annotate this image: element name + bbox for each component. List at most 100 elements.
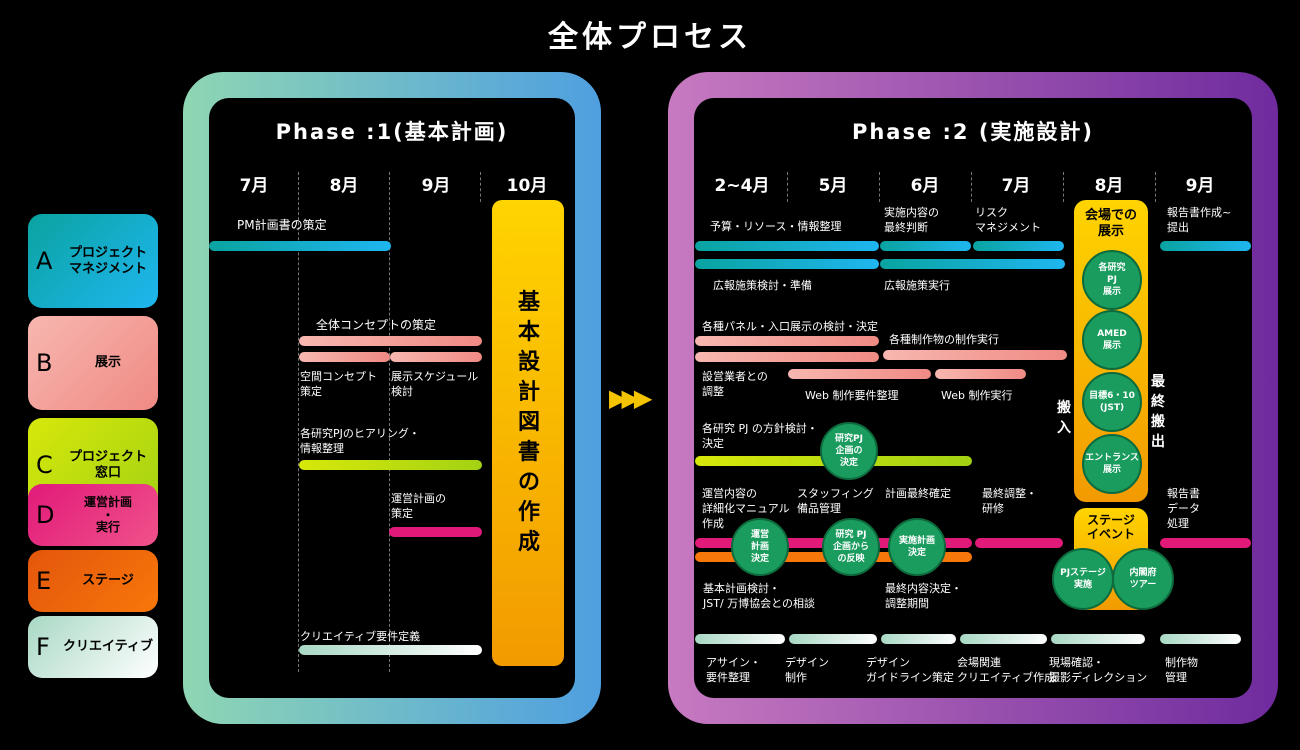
milestone-circle: 研究PJ 企画の 決定 — [820, 422, 878, 480]
task-label: 全体コンセプトの策定 — [316, 318, 437, 332]
divider — [1155, 172, 1156, 202]
venue-item-circle: 各研究 PJ 展示 — [1082, 250, 1142, 310]
category-label: プロジェクト 窓口 — [68, 449, 147, 480]
task-bar — [299, 336, 482, 346]
phase1-month-9: 9月 — [421, 176, 451, 196]
task-label: デザイン ガイドライン策定 — [866, 656, 954, 684]
category-a: A プロジェクト マネジメント — [28, 214, 158, 308]
category-label: ステージ — [82, 573, 134, 589]
stage-item-circle: PJステージ 実施 — [1052, 548, 1114, 610]
task-label: PM計画書の策定 — [237, 218, 327, 232]
task-bar — [695, 634, 785, 644]
task-label: 運営内容の 詳細化マニュアル 作成 — [702, 487, 790, 530]
phase2-title: Phase :2 (実施設計) — [851, 120, 1095, 144]
category-label: クリエイティブ — [63, 639, 153, 655]
category-label: 運営計画 ・ 実行 — [83, 495, 132, 535]
task-label: 空間コンセプト 策定 — [300, 370, 377, 398]
task-bar — [789, 634, 877, 644]
category-letter: F — [36, 633, 50, 661]
category-letter: E — [36, 567, 52, 595]
task-label: 基本計画検討・ JST/ 万博協会との相談 — [703, 582, 816, 610]
task-label: 現場確認・ 撮影ディレクション — [1049, 656, 1148, 684]
task-bar — [695, 336, 879, 346]
category-letter: A — [36, 247, 53, 275]
divider — [389, 172, 390, 672]
task-bar — [299, 352, 390, 362]
phase2-month: 9月 — [1185, 176, 1215, 196]
task-bar — [695, 352, 879, 362]
task-label: リスク マネジメント — [975, 206, 1041, 234]
task-label: 各種制作物の制作実行 — [889, 333, 999, 346]
milestone-circle: 運営 計画 決定 — [731, 518, 789, 576]
venue-item-circle: AMED 展示 — [1082, 310, 1142, 370]
task-label: 報告書作成~ 提出 — [1167, 206, 1232, 234]
divider — [971, 172, 972, 202]
phase1-month-7: 7月 — [239, 176, 269, 196]
venue-item-circle: 目標6・10 (JST) — [1082, 372, 1142, 432]
task-bar — [695, 241, 879, 251]
task-bar — [1160, 634, 1241, 644]
design-doc-label: 基本設計図書の作成 — [518, 290, 541, 555]
task-bar — [935, 369, 1026, 379]
arrow-icon: ▶▶▶ — [609, 384, 652, 412]
task-label: 広報施策実行 — [884, 279, 950, 292]
page-title: 全体プロセス — [548, 20, 752, 55]
task-bar — [880, 259, 1065, 269]
divider — [298, 172, 299, 672]
task-bar — [209, 241, 391, 251]
task-bar — [299, 460, 482, 470]
divider — [1063, 172, 1064, 202]
phase1-month-10: 10月 — [506, 176, 548, 196]
milestone-circle: 研究 PJ 企画から の反映 — [822, 518, 880, 576]
task-bar — [1160, 241, 1251, 251]
category-f: F クリエイティブ — [28, 616, 158, 678]
task-label: デザイン 制作 — [785, 656, 829, 684]
phase2-month: 8月 — [1094, 176, 1124, 196]
category-b: B 展示 — [28, 316, 158, 410]
task-bar — [390, 352, 482, 362]
venue-exhibit-title: 会場での 展示 — [1084, 208, 1137, 239]
task-label: Web 制作要件整理 — [805, 389, 899, 402]
venue-item-circle: エントランス 展示 — [1082, 434, 1142, 494]
carry-in-label: 搬入 — [1057, 400, 1071, 436]
stage-item-circle: 内閣府 ツアー — [1112, 548, 1174, 610]
category-letter: B — [36, 349, 53, 377]
task-label: 報告書 データ 処理 — [1167, 487, 1200, 530]
task-label: 広報施策検討・準備 — [713, 279, 812, 292]
task-label: 各研究PJのヒアリング・ 情報整理 — [300, 427, 420, 455]
task-bar — [880, 241, 971, 251]
task-bar — [299, 645, 482, 655]
phase2-month: 2~4月 — [714, 176, 770, 196]
phase2-month: 5月 — [818, 176, 848, 196]
design-doc-box — [492, 200, 564, 666]
task-label: 運営計画の 策定 — [391, 492, 446, 520]
category-letter: C — [36, 451, 53, 479]
category-letter: D — [36, 501, 55, 529]
task-bar — [881, 634, 956, 644]
phase2-month: 6月 — [910, 176, 940, 196]
task-label: アサイン・ 要件整理 — [706, 656, 761, 684]
category-label: 展示 — [94, 355, 121, 371]
task-label: 制作物 管理 — [1165, 656, 1198, 684]
task-label: 各種パネル・入口展示の検討・決定 — [702, 320, 878, 333]
task-label: 展示スケジュール 検討 — [391, 370, 479, 398]
category-e: E ステージ — [28, 550, 158, 612]
milestone-circle: 実施計画 決定 — [888, 518, 946, 576]
final-out-label: 最終搬出 — [1151, 374, 1165, 450]
task-bar — [975, 538, 1063, 548]
task-bar — [973, 241, 1064, 251]
divider — [787, 172, 788, 202]
phase2-month: 7月 — [1001, 176, 1031, 196]
divider — [879, 172, 880, 202]
task-label: 会場関連 クリエイティブ作成 — [957, 656, 1056, 684]
divider — [480, 172, 481, 202]
task-label: Web 制作実行 — [941, 389, 1013, 402]
task-label: 予算・リソース・情報整理 — [710, 220, 842, 233]
task-bar — [883, 350, 1067, 360]
task-bar — [1051, 634, 1145, 644]
task-label: スタッフィング 備品管理 — [797, 487, 874, 515]
task-label: 最終内容決定・ 調整期間 — [885, 582, 962, 610]
task-label: 実施内容の 最終判断 — [884, 206, 939, 234]
category-label: プロジェクト マネジメント — [68, 245, 147, 276]
task-label: 各研究 PJ の方針検討・ 決定 — [702, 422, 818, 450]
